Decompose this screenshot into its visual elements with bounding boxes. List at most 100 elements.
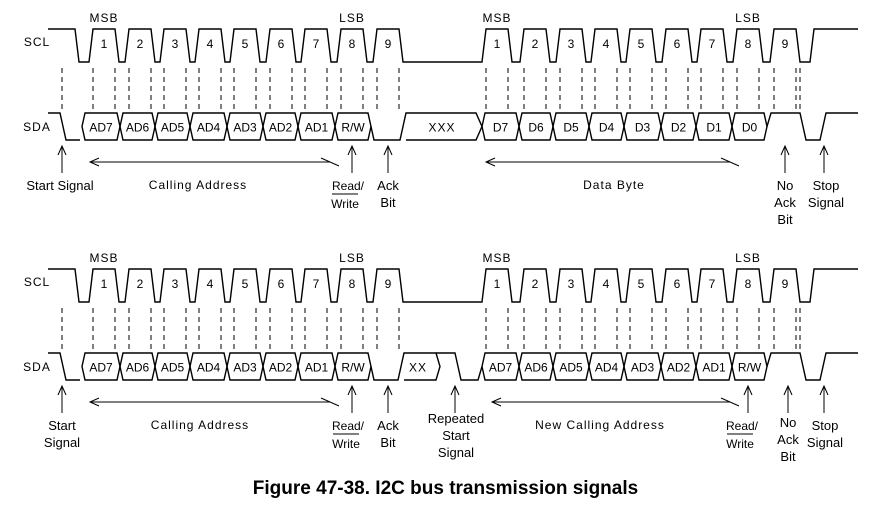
diagram_bottom-sda-bit-label: AD6 <box>524 361 548 375</box>
diagram_bottom-sda-label: SDA <box>23 360 51 374</box>
diagram_bottom-ack-bit-label: Bit <box>380 435 396 450</box>
diagram_top-clock-number: 7 <box>313 37 320 51</box>
diagram_top-sda-gap-label: XXX <box>428 121 455 135</box>
diagram_top-sda-bit-label: D7 <box>493 121 509 135</box>
diagram_top-lsb-label: LSB <box>735 11 761 25</box>
diagram_bottom-sda-bit-label: AD2 <box>269 361 293 375</box>
diagram_top-clock-number: 9 <box>385 37 392 51</box>
diagram_top-clock-number: 3 <box>172 37 179 51</box>
diagram_top-sda-bit-label: AD6 <box>126 121 150 135</box>
diagram_bottom-sda-bit-label: AD7 <box>489 361 513 375</box>
diagram_top-sda-bit-label: D4 <box>599 121 615 135</box>
diagram_bottom-no-ack-label: Bit <box>780 449 796 464</box>
diagram_top-clock-number: 5 <box>638 37 645 51</box>
diagram_bottom-sda-repeated-start <box>436 352 483 381</box>
diagram_bottom-start-label: Signal <box>44 435 80 450</box>
diagram_top-clock-number: 8 <box>745 37 752 51</box>
diagram_top-clock-number: 7 <box>709 37 716 51</box>
diagram_bottom-ack-arrow-head <box>383 384 393 396</box>
diagram_bottom-sda-bit-label: AD4 <box>197 361 221 375</box>
diagram_bottom-stop-label: Stop <box>812 418 839 433</box>
diagram_top-data-byte-arrow-left-head <box>484 157 496 167</box>
diagram_bottom-clock-number: 5 <box>638 277 645 291</box>
diagram_top-clock-number: 8 <box>349 37 356 51</box>
diagram_top-no-ack-label: Bit <box>777 212 793 227</box>
figure-caption: Figure 47-38. I2C bus transmission signa… <box>252 478 639 499</box>
diagram_bottom-calling-address-arrow-right-head <box>320 397 340 407</box>
diagram_bottom-new-calling-address-label: New Calling Address <box>535 418 665 432</box>
diagram_top-sda-bit-label: D3 <box>635 121 651 135</box>
diagram_top-start-arrow-head <box>57 144 67 156</box>
diagram_bottom-clock-number: 2 <box>532 277 539 291</box>
diagram_bottom-rw-arrow-head <box>347 384 357 396</box>
diagram_bottom-sda-bit-label: AD1 <box>305 361 329 375</box>
diagram_top-data-byte-arrow-right-head <box>720 157 740 167</box>
diagram_bottom-clock-number: 2 <box>137 277 144 291</box>
diagram_top-clock-number: 1 <box>101 37 108 51</box>
diagram_bottom-calling-address-arrow-left-head <box>88 397 100 407</box>
diagram_bottom-no-ack-arrow-head <box>783 384 793 396</box>
diagram_top-rw-arrow-head <box>347 144 357 156</box>
diagram_top-clock-number: 4 <box>603 37 610 51</box>
diagram_top-calling-address-label: Calling Address <box>149 178 247 192</box>
diagram_top-clock-number: 1 <box>494 37 501 51</box>
diagram_bottom-write-label: Write <box>332 437 360 451</box>
diagram_bottom-start-label: Start <box>48 418 76 433</box>
diagram_top-sda-bit-label: AD4 <box>197 121 221 135</box>
diagram_bottom-sda-bit-label: R/W <box>341 361 365 375</box>
diagram_bottom-start-arrow-head <box>57 384 67 396</box>
diagram_bottom-sda-bit-label: AD5 <box>559 361 583 375</box>
diagram_bottom-clock-number: 9 <box>782 277 789 291</box>
diagram_top-clock-number: 5 <box>242 37 249 51</box>
diagram_bottom-clock-number: 7 <box>313 277 320 291</box>
diagram_top-sda-bit-label: R/W <box>341 121 365 135</box>
diagram_top-sda-bit-label: AD2 <box>269 121 293 135</box>
diagram_bottom-scl-waveform <box>48 268 858 303</box>
diagram_bottom-clock-number: 8 <box>745 277 752 291</box>
diagram_bottom-sda-bit-label: AD5 <box>161 361 185 375</box>
diagram_bottom-read-label: Read/ <box>726 419 759 433</box>
diagram_top-msb-label: MSB <box>89 11 118 25</box>
diagram_top-ack-label: Ack <box>377 178 399 193</box>
diagram_top-stop-arrow-head <box>819 144 829 156</box>
diagram_top-write-label: Write <box>331 197 359 211</box>
diagram_bottom-clock-number: 4 <box>207 277 214 291</box>
diagram_bottom-repeated-start-label: Start <box>442 428 470 443</box>
diagram_bottom-sda-gap-label: XX <box>409 361 427 375</box>
diagram_bottom-clock-number: 6 <box>278 277 285 291</box>
diagram_bottom-sda-bit-label: AD4 <box>595 361 619 375</box>
diagram_bottom-clock-number: 1 <box>494 277 501 291</box>
diagram_bottom-clock-number: 3 <box>172 277 179 291</box>
diagram_top-sda-bit-label: AD1 <box>305 121 329 135</box>
diagram_top-stop-label: Stop <box>813 178 840 193</box>
diagram_top-no-ack-arrow-head <box>780 144 790 156</box>
diagram_bottom-no-ack-label: Ack <box>777 432 799 447</box>
diagram_bottom-clock-number: 3 <box>568 277 575 291</box>
diagram_bottom-msb-label: MSB <box>482 251 511 265</box>
diagram_bottom-scl-label: SCL <box>24 275 50 289</box>
diagram_bottom-sda-bit-label: AD6 <box>126 361 150 375</box>
diagram_bottom-no-ack-label: No <box>780 415 797 430</box>
diagram_top-sda-bit-label: D0 <box>742 121 758 135</box>
diagram_top-ack-arrow-head <box>383 144 393 156</box>
diagram_bottom-sda-bit-label: AD1 <box>702 361 726 375</box>
diagram_bottom-sda-bit-label: AD7 <box>89 361 113 375</box>
diagram_bottom-clock-number: 9 <box>385 277 392 291</box>
diagram_top-sda-ack-gap <box>370 112 483 141</box>
diagram_top-clock-number: 6 <box>278 37 285 51</box>
diagram_bottom-sda-ack-gap <box>370 352 441 381</box>
diagram_bottom-clock-number: 7 <box>709 277 716 291</box>
diagram_top-no-ack-label: No <box>777 178 794 193</box>
diagram_top-read-label: Read/ <box>332 179 365 193</box>
diagram_bottom-clock-number: 1 <box>101 277 108 291</box>
diagram_bottom-sda-bit-label: AD2 <box>667 361 691 375</box>
diagram_bottom-stop-arrow-head <box>819 384 829 396</box>
diagram_bottom-repeated-start-arrow-head <box>450 384 460 396</box>
diagram_top-msb-label: MSB <box>482 11 511 25</box>
diagram_top-clock-number: 3 <box>568 37 575 51</box>
diagram_bottom-lsb-label: LSB <box>735 251 761 265</box>
diagram_bottom-ack-label: Ack <box>377 418 399 433</box>
diagram_top-sda-bit-label: D6 <box>528 121 544 135</box>
diagram_bottom-clock-number: 5 <box>242 277 249 291</box>
